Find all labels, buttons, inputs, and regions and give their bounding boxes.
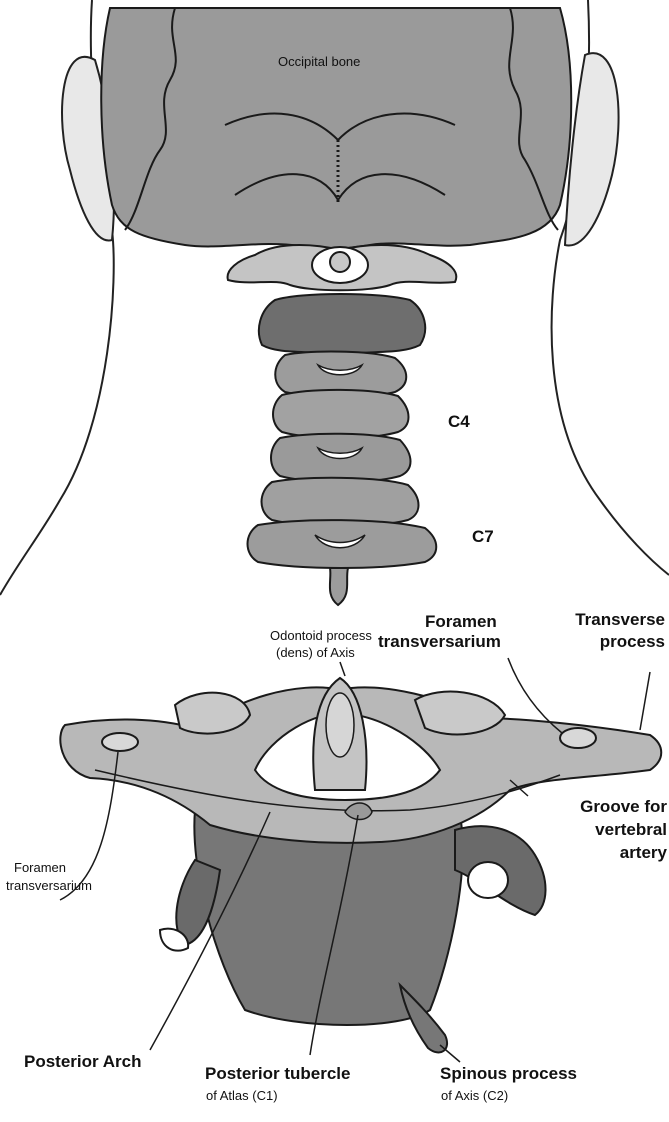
label-occipital-bone: Occipital bone — [278, 54, 360, 69]
occipital-bone — [101, 8, 571, 249]
label-groove-line1: Groove for — [580, 797, 667, 817]
label-foramen-left-line1: Foramen — [14, 860, 66, 875]
axis-foramen — [468, 862, 508, 898]
label-groove-line2: vertebral — [595, 820, 667, 840]
label-foramen-left-line2: transversarium — [6, 878, 92, 893]
label-odontoid-line2: (dens) of Axis — [276, 645, 355, 660]
left-superior-facet — [175, 693, 250, 734]
spinous-c7 — [330, 568, 348, 605]
right-ear — [565, 53, 619, 245]
label-foramen-top-line2: transversarium — [378, 632, 501, 652]
label-c4: C4 — [448, 412, 470, 432]
axis-c2 — [259, 294, 425, 355]
label-groove-line3: artery — [620, 843, 667, 863]
label-c7: C7 — [472, 527, 494, 547]
right-superior-facet — [415, 692, 505, 735]
leader-transverse — [640, 672, 650, 730]
label-spinous-process-sub: of Axis (C2) — [441, 1088, 508, 1103]
atlas-foramen-left — [102, 733, 138, 751]
label-posterior-arch: Posterior Arch — [24, 1052, 141, 1072]
label-foramen-top-line1: Foramen — [425, 612, 497, 632]
dens-top-view — [330, 252, 350, 272]
label-transverse-line1: Transverse — [575, 610, 665, 630]
label-posterior-tubercle: Posterior tubercle — [205, 1064, 351, 1084]
leader-odontoid — [340, 662, 345, 676]
vertebra-c6 — [262, 478, 419, 526]
label-transverse-line2: process — [600, 632, 665, 652]
atlas-foramen-right — [560, 728, 596, 748]
vertebra-c4 — [273, 390, 409, 438]
leader-spinous — [440, 1045, 460, 1062]
label-odontoid-line1: Odontoid process — [270, 628, 372, 643]
label-spinous-process: Spinous process — [440, 1064, 577, 1084]
label-posterior-tubercle-sub: of Atlas (C1) — [206, 1088, 278, 1103]
